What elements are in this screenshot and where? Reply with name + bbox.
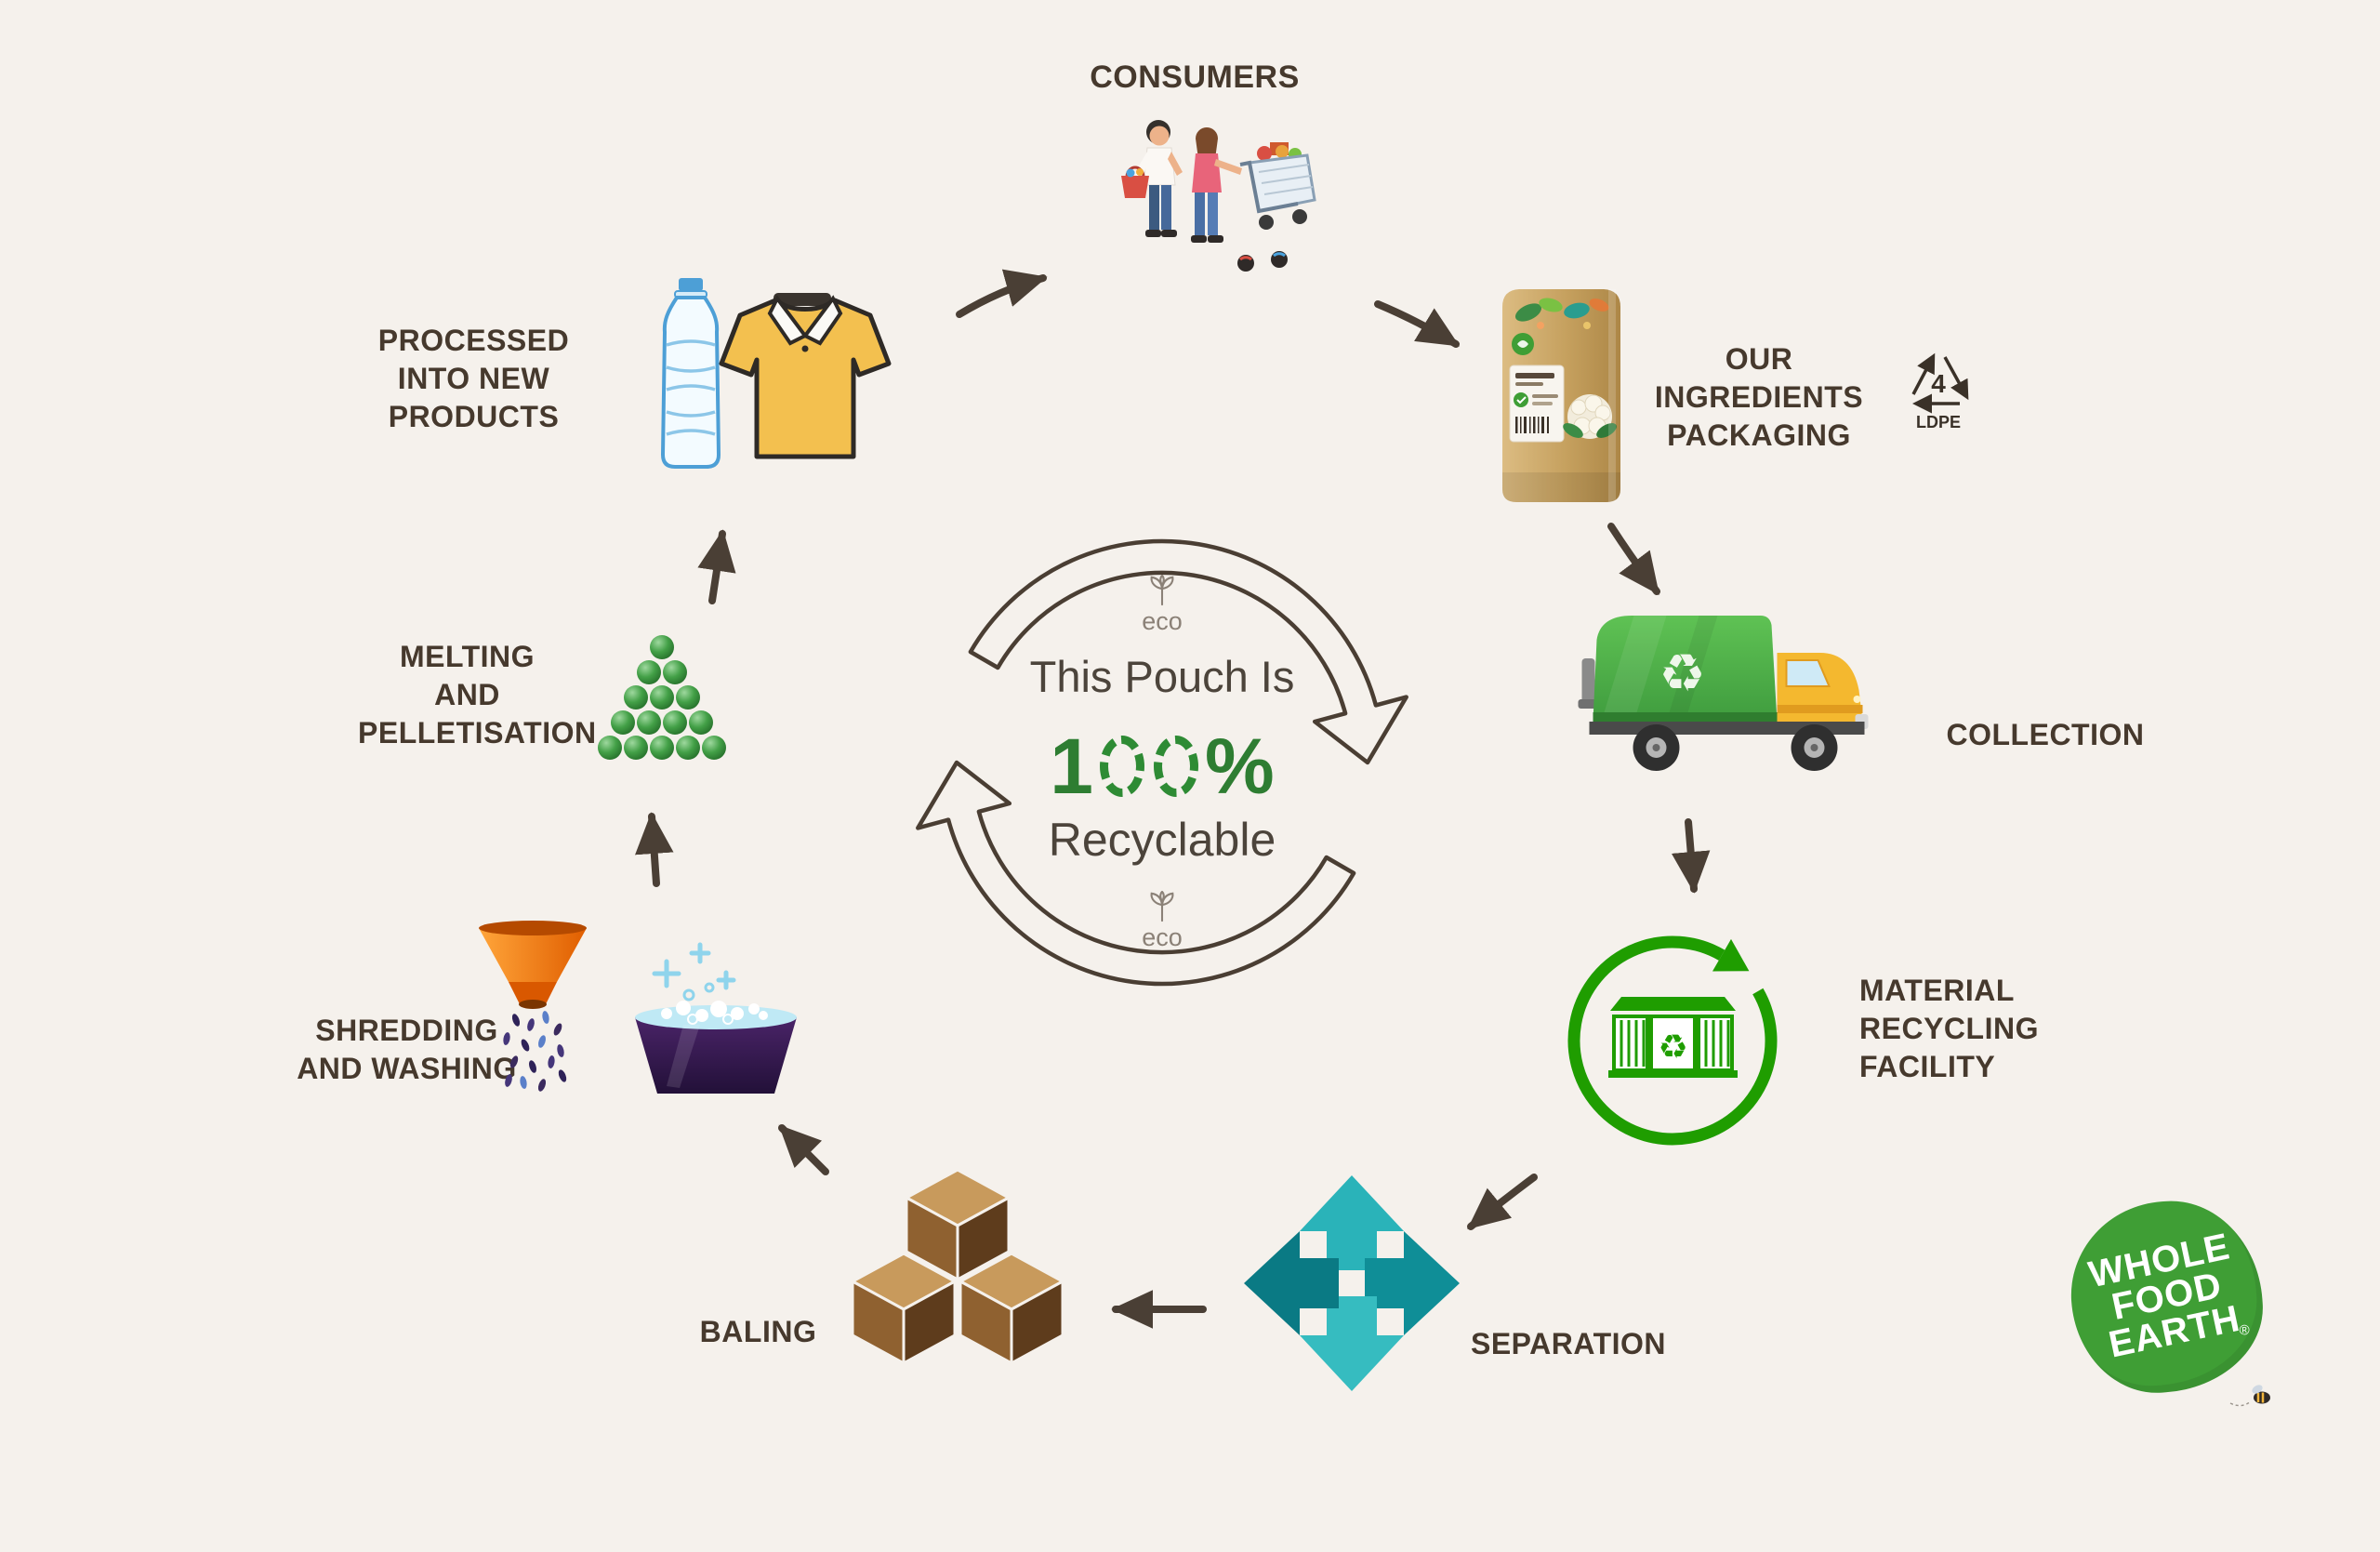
arrow-consumers-to-packaging (1374, 300, 1461, 348)
baling-icon (851, 1168, 1064, 1365)
pouch-artwork (1512, 298, 1609, 355)
washing-basin (635, 942, 797, 1094)
brand-logo-text: WHOLE FOOD EARTH (2084, 1226, 2243, 1366)
label-packaging: OUR INGREDIENTS PACKAGING (1654, 342, 1864, 452)
woman-figure (1191, 127, 1242, 243)
plastic-shreds (503, 1011, 567, 1092)
label-consumers: CONSUMERS (1090, 60, 1300, 95)
truck-recycle-icon: ♻ (1659, 643, 1705, 704)
label-melting: MELTING AND PELLETISATION (358, 640, 597, 749)
arrow-products-to-consumers (956, 269, 1048, 318)
percent-sign: % (1205, 723, 1275, 810)
shredder-funnel (479, 921, 587, 1092)
center-text-line3: Recyclable (1048, 814, 1276, 866)
facility-building: ♻ (1608, 997, 1738, 1078)
percent-value: 1 % (930, 727, 1395, 805)
cycle-arrow-top (968, 538, 1408, 765)
arrow-baling-to-shredding (778, 1124, 829, 1175)
arrow-collection-to-mrf (1671, 818, 1711, 894)
pouch-icon (1502, 289, 1620, 502)
cycle-arrows-icon (916, 538, 1408, 987)
registered-mark: ® (2239, 1321, 2251, 1339)
pouch-product-photo (1563, 394, 1617, 439)
arrow-shredding-to-melting (635, 812, 674, 887)
arrow-melting-to-products (697, 529, 736, 604)
shredding-washing-icon (479, 921, 797, 1094)
label-collection: COLLECTION (1946, 718, 2145, 751)
cycle-arrow-bottom (916, 760, 1356, 987)
label-mrf: MATERIAL RECYCLING FACILITY (1859, 974, 2039, 1083)
new-products-icon (660, 278, 892, 469)
digit-one: 1 (1050, 723, 1093, 810)
ldpe-resin-code-icon: 4 LDPE (1911, 352, 1969, 431)
label-baling: BALING (699, 1315, 817, 1348)
eco-badge-top: eco (1106, 575, 1218, 636)
label-shredding: SHREDDING AND WASHING (297, 1014, 517, 1085)
sparkle-icon (652, 942, 736, 990)
bee-icon (2229, 1385, 2270, 1407)
consumers-icon (1121, 120, 1316, 272)
eco-badge-bottom: eco (1106, 891, 1218, 952)
tshirt-icon (719, 293, 892, 459)
shopping-bags (1237, 251, 1288, 272)
digit-zero (1100, 736, 1144, 797)
pouch-label (1509, 365, 1565, 443)
arrow-packaging-to-collection (1607, 523, 1660, 595)
digit-zero (1154, 736, 1198, 797)
eco-label-top: eco (1142, 607, 1183, 635)
separation-icon (1244, 1175, 1460, 1391)
recycling-facility-icon: ♻ (1567, 935, 1778, 1146)
bottle-icon (660, 278, 721, 469)
brand-logo: WHOLE FOOD EARTH ® (2065, 1195, 2271, 1407)
center-text-line1: This Pouch Is (1029, 652, 1295, 701)
brand-logo-circle: WHOLE FOOD EARTH ® (2065, 1195, 2268, 1399)
eco-label-bottom: eco (1142, 923, 1183, 951)
shopping-cart (1239, 142, 1316, 230)
ldpe-number: 4 (1931, 369, 1946, 398)
eco-leaf-icon (1150, 575, 1174, 606)
facility-recycle-icon: ♻ (1658, 1028, 1687, 1067)
label-separation: SEPARATION (1470, 1327, 1667, 1360)
pellets-icon (598, 635, 726, 760)
eco-leaf-icon (1150, 891, 1174, 922)
label-new-products: PROCESSED INTO NEW PRODUCTS (377, 324, 570, 433)
arrow-mrf-to-separation (1467, 1174, 1538, 1230)
garbage-truck-icon: ♻ (1578, 616, 1869, 771)
man-figure (1121, 120, 1183, 237)
ldpe-text: LDPE (1916, 413, 1961, 431)
